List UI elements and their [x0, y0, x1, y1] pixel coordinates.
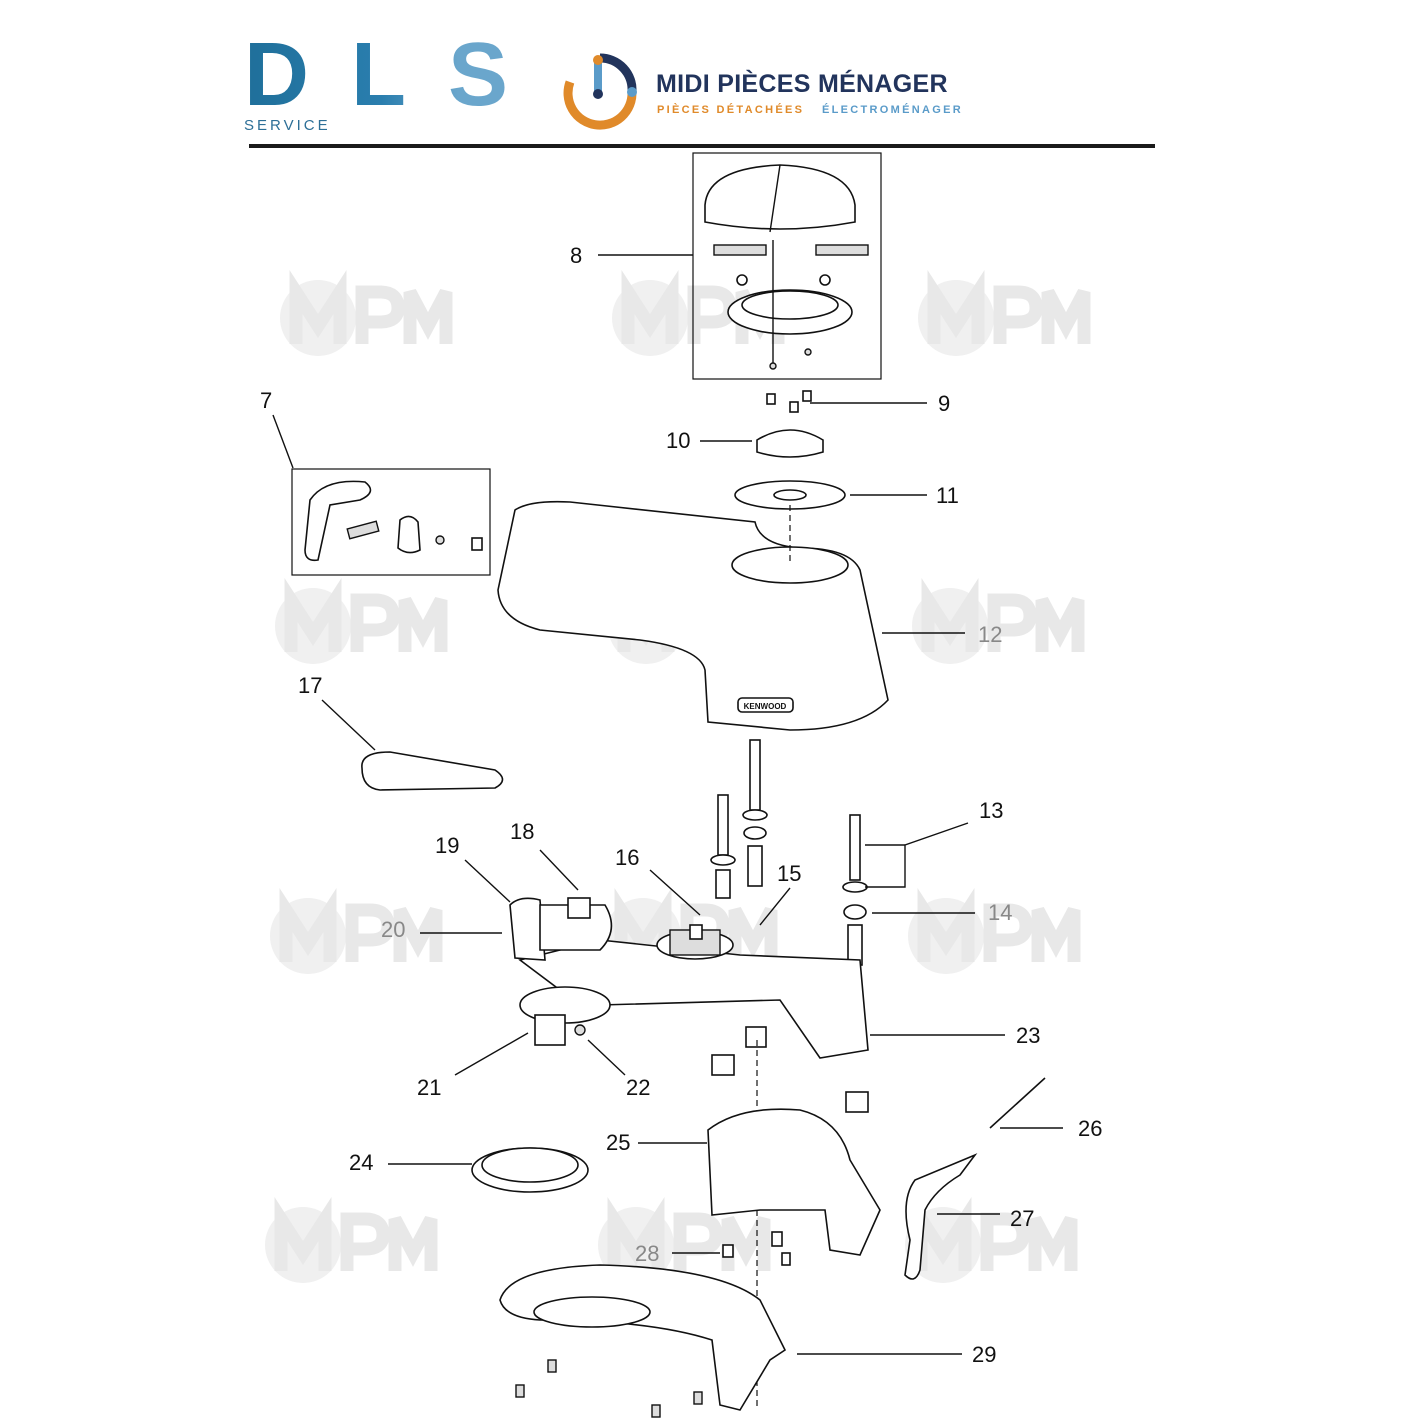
callout-19: 19	[435, 833, 511, 903]
part-number-label: 18	[510, 819, 534, 844]
callouts: 7 8 9 10 11 12 13 14 15 16 17 18 19 20 21 22 23 24 25 26 27 2…	[260, 243, 1102, 1367]
part-number-label: 29	[972, 1342, 996, 1367]
watermark-mpm-logo	[265, 1196, 438, 1283]
leader-line	[321, 699, 376, 751]
part-17-belt	[361, 751, 504, 791]
callout-27: 27	[937, 1206, 1034, 1231]
part-28-pin	[722, 1244, 734, 1258]
part-23-gearbox-chassis	[509, 897, 869, 1113]
part-7-lever-assembly	[304, 480, 483, 562]
callout-28: 28	[635, 1241, 720, 1266]
part-number-label: 11	[936, 483, 959, 508]
leader-line	[464, 859, 511, 903]
watermark-mpm-logo	[905, 1196, 1078, 1283]
part-number-label: 16	[615, 845, 639, 870]
dls-service-label: SERVICE	[244, 117, 331, 134]
part-number-label: 15	[777, 861, 801, 886]
callout-23: 23	[870, 1023, 1040, 1048]
leader-line	[272, 414, 294, 469]
header: DLS SERVICE MIDI PIÈCES MÉNAGER PIÈCES D…	[0, 0, 1422, 150]
part-number-label: 12	[978, 622, 1002, 647]
part-number-label: 14	[988, 900, 1012, 925]
watermark-mpm-logo	[270, 887, 443, 974]
leader-line	[454, 1032, 529, 1076]
part-number-label: 22	[626, 1075, 650, 1100]
callout-24: 24	[349, 1150, 472, 1175]
brand-name: MIDI PIÈCES MÉNAGER	[656, 70, 948, 98]
watermark-mpm-logo	[912, 577, 1085, 664]
watermark-mpm-logo	[908, 887, 1081, 974]
leader-line	[649, 869, 701, 916]
callout-11: 11	[850, 483, 959, 508]
parts-9-10-11-screws-bearing-washer	[734, 390, 846, 510]
callout-13: 13	[865, 798, 1003, 888]
callout-29: 29	[797, 1342, 996, 1367]
part-number-label: 19	[435, 833, 459, 858]
callout-25: 25	[606, 1130, 707, 1155]
part-number-label: 25	[606, 1130, 630, 1155]
watermark-mpm-logo	[275, 577, 448, 664]
tagline-part2: ÉLECTROMÉNAGER	[822, 104, 963, 116]
part-number-label: 17	[298, 673, 322, 698]
part-7-frame	[291, 468, 491, 576]
callout-15: 15	[759, 861, 801, 926]
kenwood-plate: KENWOOD	[744, 702, 787, 711]
callout-14: 14	[872, 900, 1012, 925]
part-number-label: 24	[349, 1150, 373, 1175]
leader-line	[865, 822, 969, 888]
part-8-frame	[692, 152, 882, 380]
watermark-mpm-logo	[918, 269, 1091, 356]
part-24-ring	[471, 1147, 589, 1193]
dls-logo: DLS	[244, 25, 550, 125]
callout-12: 12	[882, 622, 1002, 647]
leader-line	[587, 1039, 626, 1076]
part-number-label: 23	[1016, 1023, 1040, 1048]
part-number-label: 27	[1010, 1206, 1034, 1231]
leader-line	[759, 887, 791, 926]
part-number-label: 7	[260, 388, 272, 413]
callout-18: 18	[510, 819, 579, 891]
callout-17: 17	[298, 673, 376, 751]
header-divider	[249, 144, 1155, 148]
part-number-label: 26	[1078, 1116, 1102, 1141]
part-number-label: 28	[635, 1241, 659, 1266]
part-12-head-housing: KENWOOD	[497, 500, 889, 731]
callout-22: 22	[587, 1039, 650, 1100]
callout-7: 7	[260, 388, 294, 469]
callout-20: 20	[381, 917, 502, 942]
part-number-label: 13	[979, 798, 1003, 823]
callout-10: 10	[666, 428, 752, 453]
callout-8: 8	[570, 243, 693, 268]
part-number-label: 21	[417, 1075, 441, 1100]
part-8-top-cover	[704, 164, 869, 370]
part-29-base-cover	[499, 1264, 787, 1418]
part-number-label: 10	[666, 428, 690, 453]
tagline-part1: PIÈCES DÉTACHÉES	[657, 104, 805, 116]
part-number-label: 20	[381, 917, 405, 942]
leader-line	[539, 849, 579, 891]
part-26-shaft	[989, 1077, 1046, 1129]
callout-21: 21	[417, 1032, 529, 1100]
parts-13-14-pins-washers	[710, 739, 868, 966]
watermark-mpm-logo	[598, 1196, 771, 1283]
callout-16: 16	[615, 845, 701, 916]
part-27-spring	[904, 1153, 978, 1280]
part-25-bracket	[707, 1108, 881, 1256]
part-number-label: 9	[938, 391, 950, 416]
watermark-mpm-logo	[280, 269, 453, 356]
callout-9: 9	[810, 391, 950, 416]
callout-26: 26	[1000, 1116, 1102, 1141]
part-number-label: 8	[570, 243, 582, 268]
mpm-power-logo-icon	[563, 53, 637, 130]
